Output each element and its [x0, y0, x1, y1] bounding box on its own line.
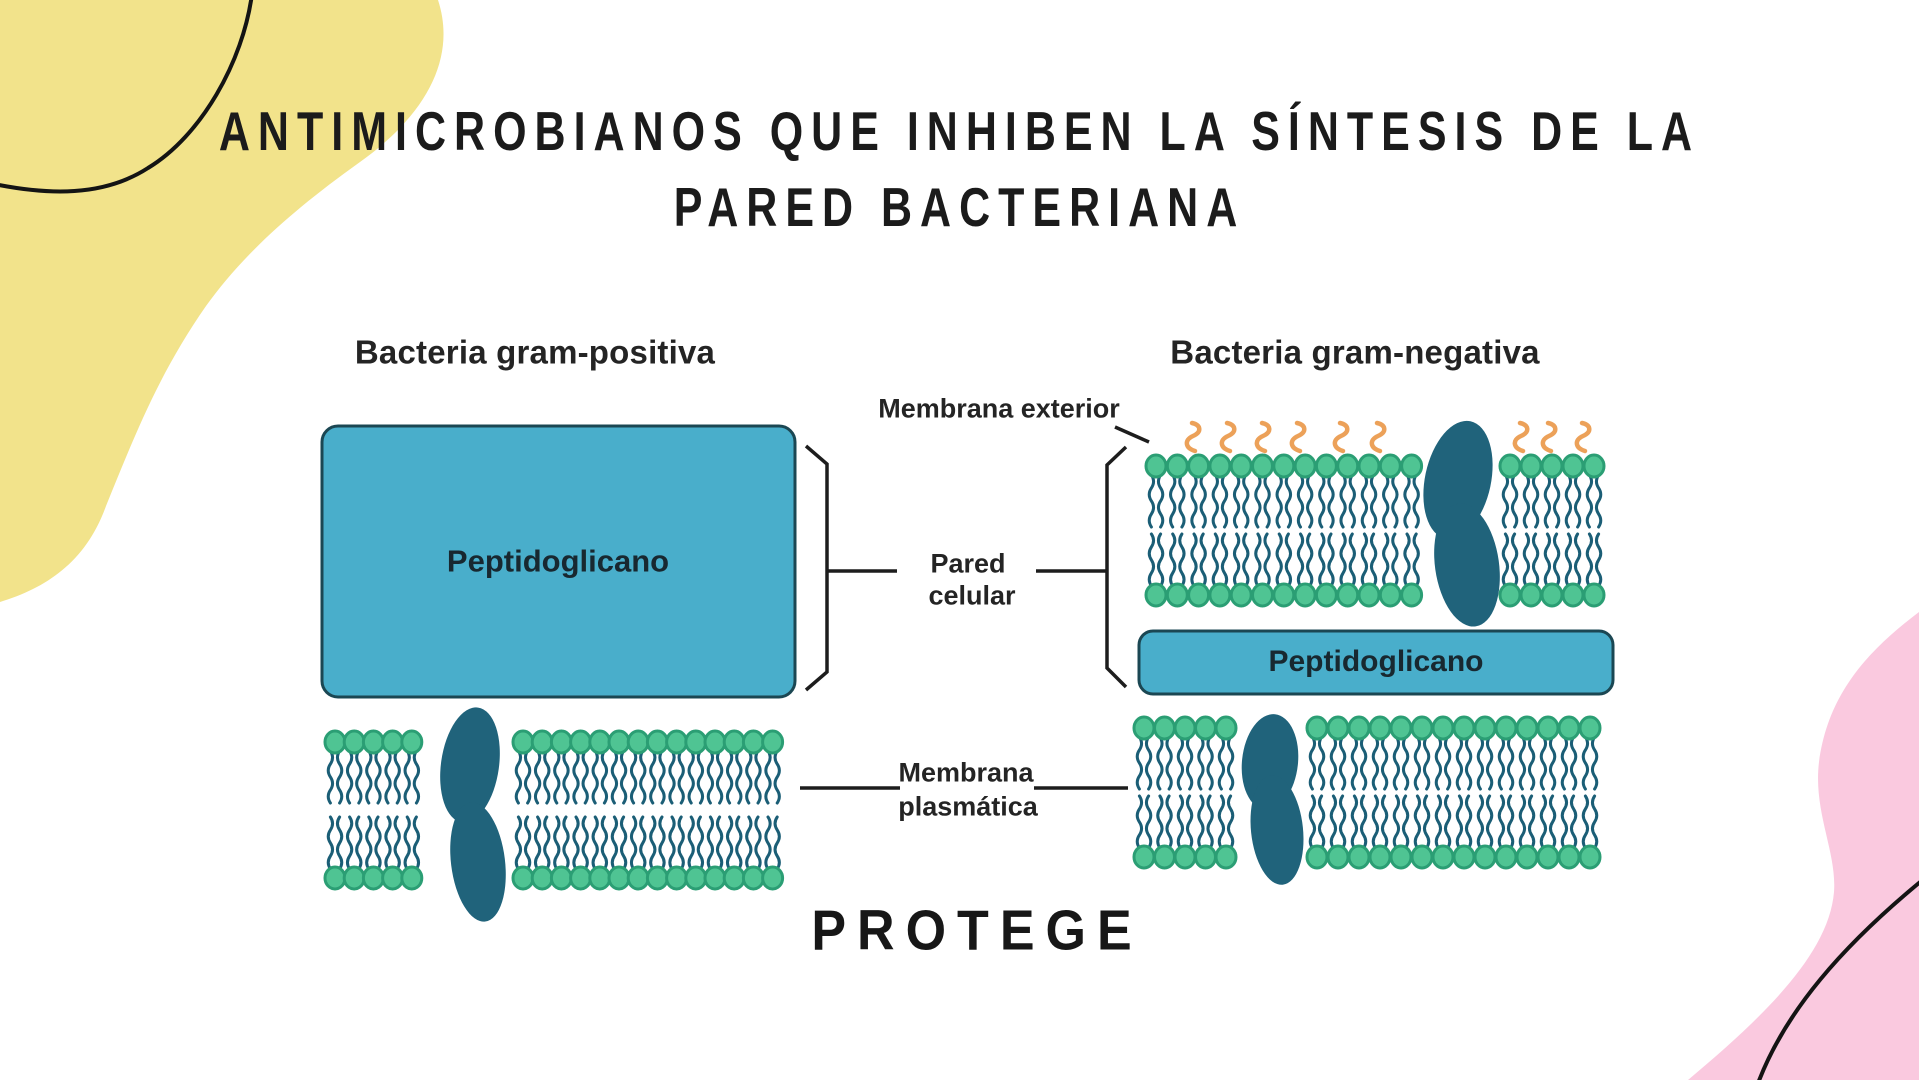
cell-wall-label-line1: Pared: [930, 548, 1006, 579]
gram-negative-outer-membrane: [1144, 420, 1606, 627]
peptidoglycan-box-gram-positive: [320, 424, 797, 699]
slide-title: ANTIMICROBIANOS QUE INHIBEN LA SÍNTESIS …: [0, 94, 1919, 246]
gram-negative-heading: Bacteria gram-negativa: [1170, 333, 1540, 371]
lipid-heads: [1132, 715, 1602, 870]
plasma-membrane-label-line2: plasmática: [898, 791, 1038, 822]
peptidoglycan-bar-gram-negative: [1137, 629, 1615, 696]
pink-blob-curve-line: [1757, 880, 1919, 1080]
plasma-membrane-label-line1: Membrana: [898, 757, 1034, 788]
outer-membrane-label: Membrana exterior: [878, 393, 1120, 424]
title-line-2: PARED BACTERIANA: [673, 177, 1246, 239]
cell-wall-bracket-right: [1036, 445, 1128, 689]
cell-wall-label-line2: celular: [928, 580, 1016, 611]
lps-chains: [1184, 420, 1592, 454]
membranes-layer: [323, 420, 1606, 922]
membrane-protein: [1423, 420, 1500, 627]
yellow-blob: [0, 0, 444, 602]
protege-caption: PROTEGE: [811, 899, 1143, 963]
lipid-tails: [326, 749, 781, 871]
membrane-protein: [1241, 714, 1304, 885]
lipid-tails: [1135, 735, 1599, 850]
peptidoglycan-label-gram-positive: Peptidoglicano: [446, 543, 670, 579]
peptidoglycan-label-gram-negative: Peptidoglicano: [1268, 645, 1484, 678]
title-line-1: ANTIMICROBIANOS QUE INHIBEN LA SÍNTESIS …: [218, 101, 1701, 163]
outer-membrane-pointer-line: [1114, 425, 1150, 444]
membrane-protein: [440, 707, 506, 922]
lipid-heads: [1144, 453, 1606, 608]
gram-positive-plasma-membrane: [323, 707, 785, 922]
cell-wall-bracket-left: [804, 444, 897, 692]
pink-blob: [1688, 612, 1919, 1080]
yellow-blob-curve-line: [0, 0, 254, 194]
gram-negative-plasma-membrane: [1132, 714, 1602, 885]
lipid-tails: [1147, 473, 1603, 588]
lipid-heads: [323, 729, 785, 891]
gram-positive-heading: Bacteria gram-positiva: [354, 333, 716, 371]
